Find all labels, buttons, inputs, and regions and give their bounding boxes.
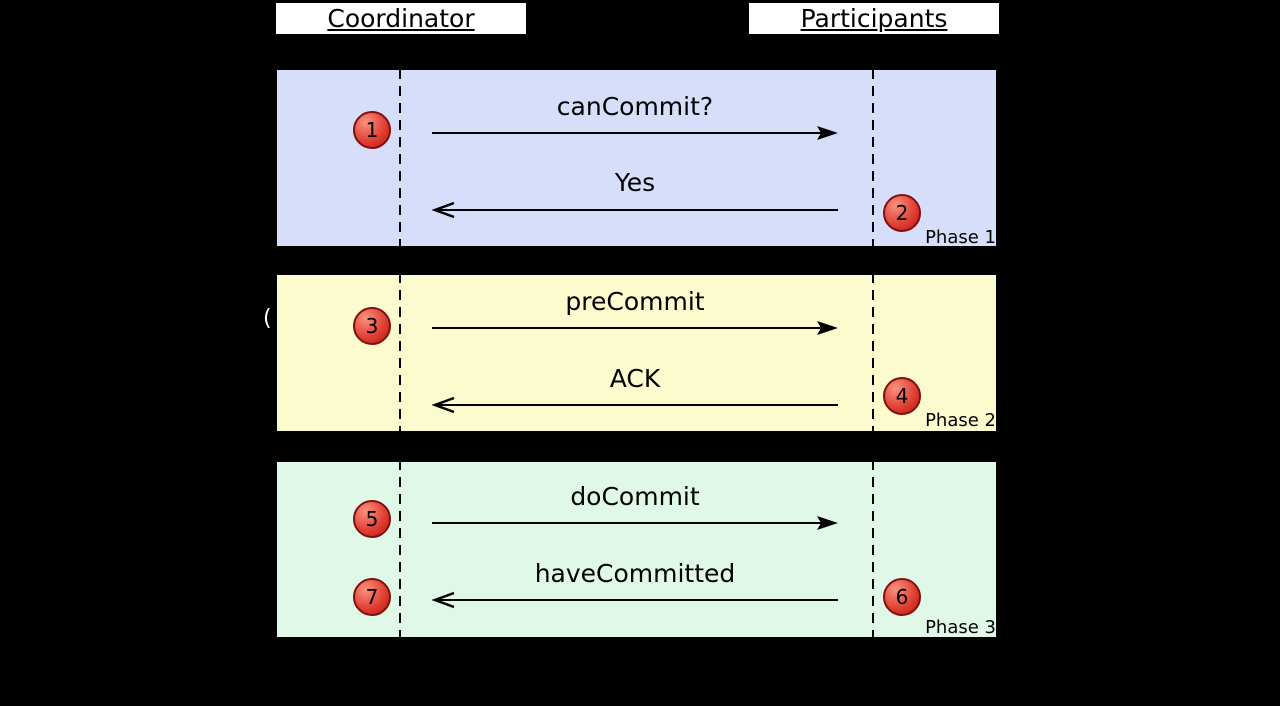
step-circle-5: 5 [353,500,391,538]
phase-3-label: Phase 3 [925,617,996,638]
step-circle-6: 6 [883,578,921,616]
msg-yes: Yes [614,168,656,197]
participants-label: Participants [800,4,948,33]
step-circle-7: 7 [353,578,391,616]
arrow-right-icon [432,126,838,140]
phase-1-label: Phase 1 [925,227,996,248]
coordinator-label: Coordinator [327,4,475,33]
clipped-glyph: ( [263,306,272,331]
actor-coordinator: Coordinator [275,2,527,35]
msg-cancommit: canCommit? [556,92,714,121]
msg-ack: ACK [609,364,661,393]
phase-1-band [277,70,996,246]
participants-lifeline [872,35,874,637]
msg-precommit: preCommit [565,287,705,316]
step-circle-2: 2 [883,194,921,232]
msg-docommit: doCommit [570,482,700,511]
arrow-right-icon [432,321,838,335]
phase-3-band [277,462,996,637]
step-circle-4: 4 [883,377,921,415]
coordinator-lifeline [399,35,401,637]
arrow-right-icon [432,516,838,530]
actor-participants: Participants [748,2,1000,35]
arrow-left-icon [432,201,838,219]
phase-2-label: Phase 2 [925,410,996,431]
arrow-left-icon [432,396,838,414]
step-circle-3: 3 [353,307,391,345]
arrow-left-icon [432,591,838,609]
msg-havecommitted: haveCommitted [534,559,736,588]
step-circle-1: 1 [353,111,391,149]
